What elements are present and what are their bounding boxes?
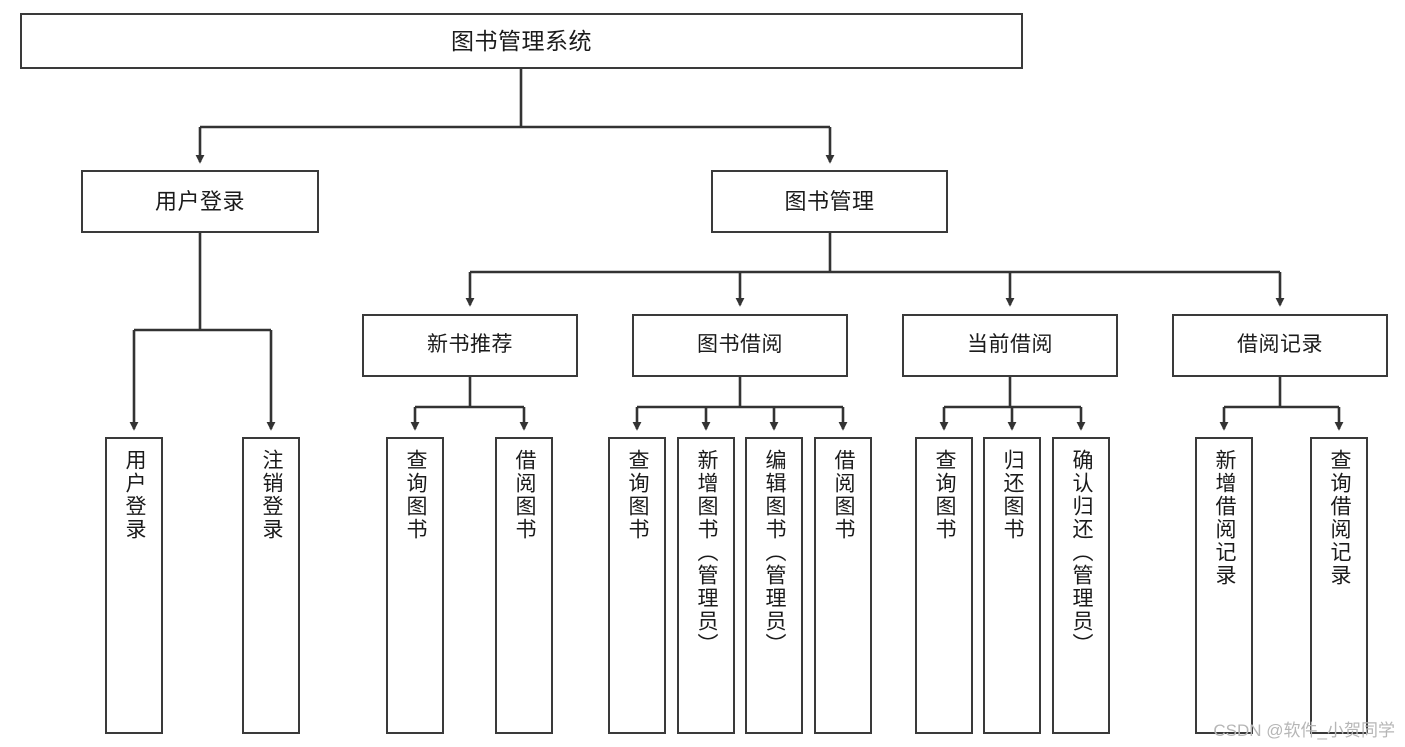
node-label: 用户登录 — [154, 188, 245, 214]
node-leaf-query-book-3[interactable]: 查询图书 — [915, 437, 973, 734]
node-label: 新增图书（管理员） — [695, 449, 719, 656]
node-label: 借阅图书 — [832, 449, 856, 541]
node-label: 查询图书 — [626, 449, 650, 541]
node-label: 注销登录 — [260, 449, 284, 541]
node-leaf-return-book[interactable]: 归还图书 — [983, 437, 1041, 734]
node-new-book-recommend[interactable]: 新书推荐 — [362, 314, 578, 377]
node-book-borrow[interactable]: 图书借阅 — [632, 314, 848, 377]
node-leaf-logout-login[interactable]: 注销登录 — [242, 437, 300, 734]
node-borrow-record[interactable]: 借阅记录 — [1172, 314, 1388, 377]
node-leaf-add-record[interactable]: 新增借阅记录 — [1195, 437, 1253, 734]
node-leaf-query-book-1[interactable]: 查询图书 — [386, 437, 444, 734]
node-label: 用户登录 — [123, 449, 147, 541]
node-leaf-user-login[interactable]: 用户登录 — [105, 437, 163, 734]
node-leaf-borrow-book-1[interactable]: 借阅图书 — [495, 437, 553, 734]
node-label: 图书管理 — [784, 188, 875, 214]
node-label: 图书管理系统 — [451, 27, 592, 54]
node-label: 借阅图书 — [513, 449, 537, 541]
node-label: 图书借阅 — [697, 333, 783, 357]
node-book-manage[interactable]: 图书管理 — [711, 170, 948, 233]
node-label: 当前借阅 — [967, 333, 1053, 357]
node-leaf-edit-book[interactable]: 编辑图书（管理员） — [745, 437, 803, 734]
node-label: 归还图书 — [1001, 449, 1025, 541]
node-label: 查询图书 — [404, 449, 428, 541]
node-label: 新增借阅记录 — [1213, 449, 1237, 587]
node-label: 编辑图书（管理员） — [763, 449, 787, 656]
node-label: 借阅记录 — [1237, 333, 1323, 357]
csdn-watermark: CSDN @软件_小贺同学 — [1213, 721, 1395, 740]
node-leaf-add-book[interactable]: 新增图书（管理员） — [677, 437, 735, 734]
node-user-login[interactable]: 用户登录 — [81, 170, 319, 233]
node-root-图书管理系统[interactable]: 图书管理系统 — [20, 13, 1023, 69]
node-label: 确认归还（管理员） — [1070, 449, 1094, 656]
node-leaf-borrow-book-2[interactable]: 借阅图书 — [814, 437, 872, 734]
node-current-borrow[interactable]: 当前借阅 — [902, 314, 1118, 377]
node-leaf-query-record[interactable]: 查询借阅记录 — [1310, 437, 1368, 734]
node-leaf-confirm-return[interactable]: 确认归还（管理员） — [1052, 437, 1110, 734]
node-label: 查询借阅记录 — [1328, 449, 1352, 587]
node-label: 新书推荐 — [427, 333, 513, 357]
node-leaf-query-book-2[interactable]: 查询图书 — [608, 437, 666, 734]
node-label: 查询图书 — [933, 449, 957, 541]
